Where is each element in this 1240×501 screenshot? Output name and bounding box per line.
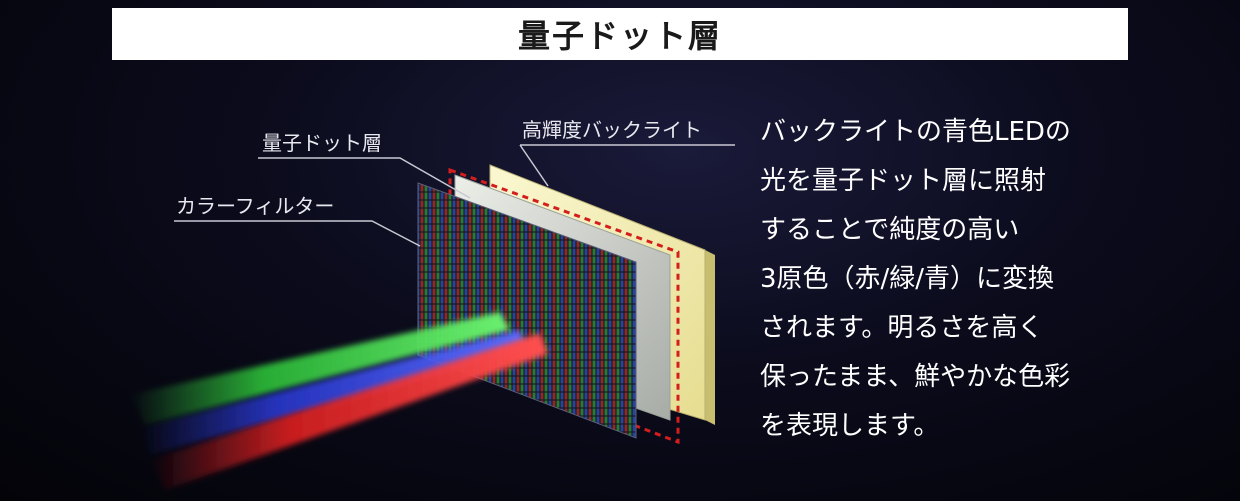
color-filter-leader-line [174,220,421,247]
description-line: することで純度の高い [760,215,1020,245]
blue-beam [140,330,528,455]
description-line: 3原色（赤/緑/青）に変換 [760,264,1055,294]
description-line: 保ったまま、鮮やかな色彩 [760,362,1071,392]
title-banner: 量子ドット層 [112,8,1128,60]
label-quantum-dot: 量子ドット層 [262,131,382,155]
label-backlight: 高輝度バックライト [522,118,702,142]
light-beams [130,312,548,490]
description-text: バックライトの青色LEDの 光を量子ドット層に照射 することで純度の高い 3原色… [760,108,1230,451]
description-line: を表現します。 [760,411,940,441]
description-line: 光を量子ドット層に照射 [760,166,1047,196]
backlight-leader-diagonal [519,144,549,187]
page-title: 量子ドット層 [517,17,722,55]
description-line: されます。明るさを高く [760,313,1044,343]
red-beam [150,333,548,490]
description-line: バックライトの青色LEDの [760,117,1071,147]
label-color-filter: カラーフィルター [176,194,335,218]
qd-leader-line [258,157,471,199]
green-beam [130,312,510,425]
